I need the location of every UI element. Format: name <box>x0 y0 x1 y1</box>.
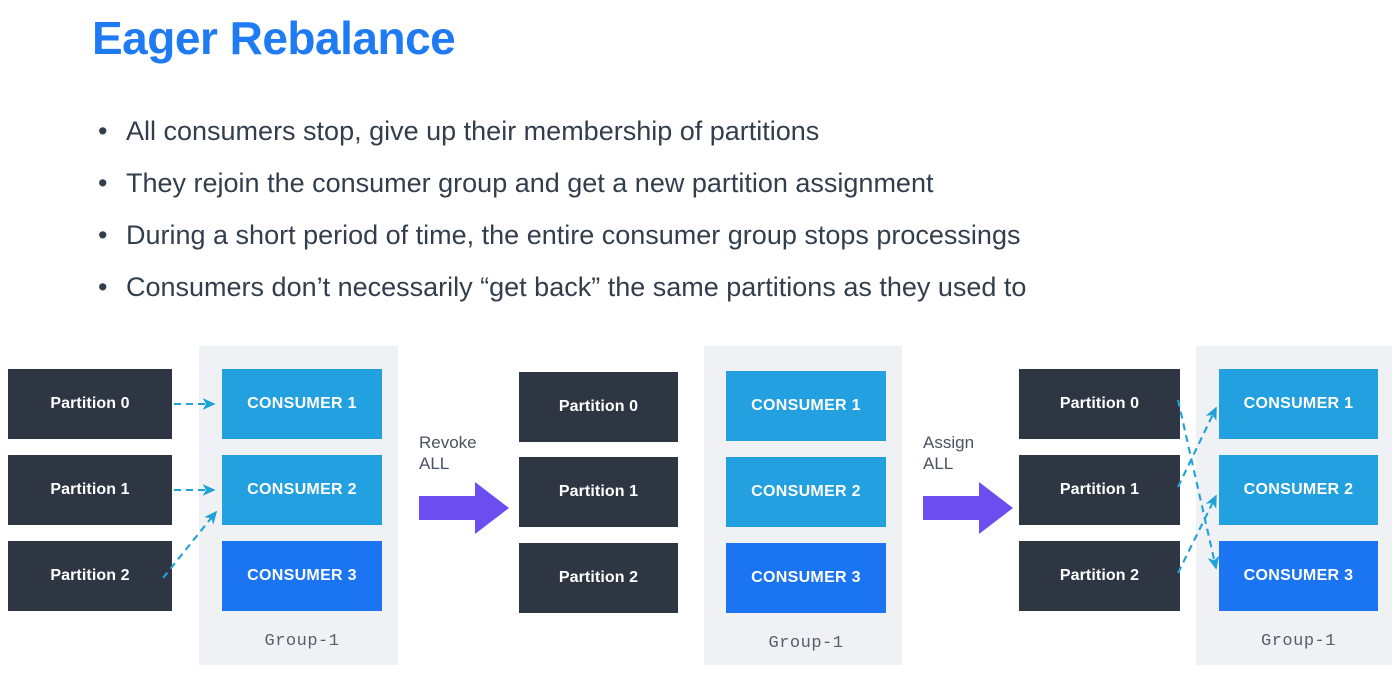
consumer-box-before-2: CONSUMER 2 <box>222 455 382 525</box>
bullet-item: • During a short period of time, the ent… <box>94 222 1294 249</box>
partition-box-before-1: Partition 1 <box>8 455 172 525</box>
consumer-box-revoked-3: CONSUMER 3 <box>726 543 886 613</box>
partition-label: Partition 2 <box>558 569 639 586</box>
partition-box-revoked-1: Partition 1 <box>519 457 678 527</box>
consumer-box-revoked-1: CONSUMER 1 <box>726 371 886 441</box>
bullet-marker-icon: • <box>98 272 108 302</box>
consumer-box-after-2: CONSUMER 2 <box>1219 455 1378 525</box>
partition-label: Partition 0 <box>558 398 639 415</box>
consumer-label: CONSUMER 3 <box>1243 567 1354 584</box>
partition-box-after-2: Partition 2 <box>1019 541 1180 611</box>
bullet-list: • All consumers stop, give up their memb… <box>94 118 1294 326</box>
partition-label: Partition 0 <box>50 395 130 412</box>
page-title: Eager Rebalance <box>92 12 456 64</box>
partition-label: Partition 1 <box>558 483 639 500</box>
consumer-label: CONSUMER 1 <box>751 397 861 414</box>
partition-box-after-1: Partition 1 <box>1019 455 1180 525</box>
group-label-before: Group-1 <box>264 632 340 651</box>
partition-box-revoked-0: Partition 0 <box>519 372 678 442</box>
transition-label-line1: Assign <box>923 433 975 452</box>
bullet-marker-icon: • <box>98 168 108 198</box>
consumer-label: CONSUMER 3 <box>751 569 861 586</box>
partition-label: Partition 0 <box>1059 395 1140 412</box>
partition-label: Partition 2 <box>1059 567 1140 584</box>
bullet-item: • All consumers stop, give up their memb… <box>94 118 1294 145</box>
consumer-box-revoked-2: CONSUMER 2 <box>726 457 886 527</box>
partition-box-before-2: Partition 2 <box>8 541 172 611</box>
group-label-after: Group-1 <box>1261 632 1336 651</box>
transition-label-assign: Assign ALL <box>923 432 974 475</box>
consumer-label: CONSUMER 1 <box>1243 395 1354 412</box>
consumer-box-after-1: CONSUMER 1 <box>1219 369 1378 439</box>
bullet-text: They rejoin the consumer group and get a… <box>126 168 934 198</box>
transition-label-line2: ALL <box>923 454 954 474</box>
partition-label: Partition 1 <box>1059 481 1140 498</box>
bullet-marker-icon: • <box>98 220 108 250</box>
partition-box-revoked-2: Partition 2 <box>519 543 678 613</box>
consumer-label: CONSUMER 2 <box>247 481 357 498</box>
consumer-label: CONSUMER 3 <box>247 567 357 584</box>
consumer-box-before-3: CONSUMER 3 <box>222 541 382 611</box>
transition-label-revoke: Revoke ALL <box>419 432 477 475</box>
step-arrow-revoke-icon <box>419 482 509 534</box>
consumer-label: CONSUMER 2 <box>1243 481 1354 498</box>
bullet-item: • Consumers don’t necessarily “get back”… <box>94 274 1294 301</box>
step-arrow-assign-icon <box>923 482 1013 534</box>
bullet-text: Consumers don’t necessarily “get back” t… <box>126 272 1027 302</box>
transition-label-line1: Revoke <box>419 433 477 452</box>
consumer-label: CONSUMER 1 <box>247 395 357 412</box>
bullet-text: All consumers stop, give up their member… <box>126 116 820 146</box>
partition-label: Partition 2 <box>50 567 130 584</box>
partition-box-after-0: Partition 0 <box>1019 369 1180 439</box>
transition-label-line2: ALL <box>419 454 450 474</box>
consumer-box-before-1: CONSUMER 1 <box>222 369 382 439</box>
partition-box-before-0: Partition 0 <box>8 369 172 439</box>
bullet-text: During a short period of time, the entir… <box>126 220 1021 250</box>
bullet-marker-icon: • <box>98 116 108 146</box>
bullet-item: • They rejoin the consumer group and get… <box>94 170 1294 197</box>
group-label-revoked: Group-1 <box>768 634 844 653</box>
partition-label: Partition 1 <box>50 481 130 498</box>
consumer-box-after-3: CONSUMER 3 <box>1219 541 1378 611</box>
consumer-label: CONSUMER 2 <box>751 483 861 500</box>
